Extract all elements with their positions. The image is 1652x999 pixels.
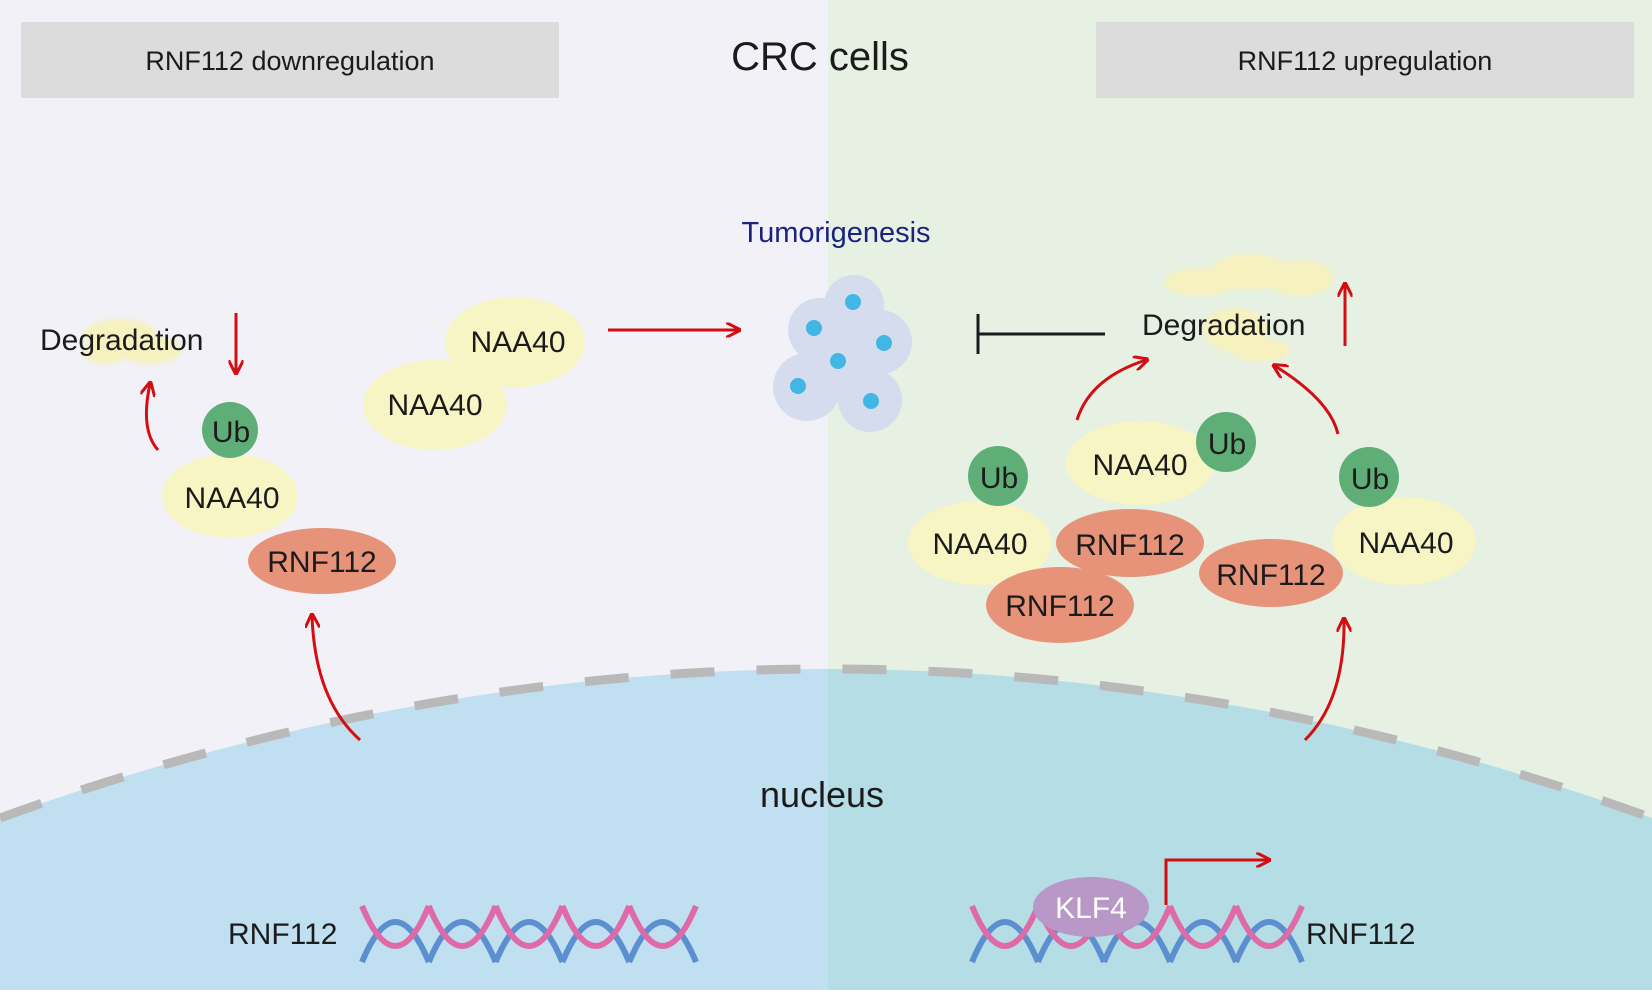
- dna-strand-pink: [1167, 904, 1239, 949]
- ub-label: Ub: [212, 416, 250, 449]
- dna-strand-pink: [559, 904, 632, 949]
- free-naa40-label: NAA40: [470, 326, 565, 359]
- rnf112-oval: [1199, 539, 1343, 607]
- dna-strand-blue: [1167, 919, 1239, 964]
- right-header-label: RNF112 upregulation: [1238, 46, 1493, 76]
- right-complex: NAA40 Ub RNF112: [1056, 412, 1256, 577]
- dna-strand-blue: [559, 919, 632, 964]
- rnf112-label: RNF112: [1216, 559, 1325, 592]
- dna-strand-pink: [1233, 904, 1305, 949]
- dna-strand-pink: [626, 904, 699, 949]
- ub-label: Ub: [980, 462, 1018, 495]
- ub-label: Ub: [1208, 428, 1246, 461]
- transcription-start-arrow-icon: [1164, 860, 1268, 905]
- naa40-oval: [1332, 497, 1476, 585]
- rnf112-label: RNF112: [1075, 529, 1184, 562]
- left-header-box: [21, 22, 559, 98]
- dna-strand-blue: [626, 919, 699, 964]
- dna-strand-pink: [492, 904, 566, 949]
- klf4-label: KLF4: [1055, 892, 1127, 925]
- naa40-label: NAA40: [1092, 449, 1187, 482]
- free-naa40-oval: [445, 297, 585, 387]
- right-header-box: [1096, 22, 1634, 98]
- left-degradation-arrow-icon: [146, 384, 160, 452]
- dna-strand-blue: [426, 919, 499, 964]
- nuclear-membrane: [0, 664, 1652, 823]
- naa40-label: NAA40: [184, 482, 279, 515]
- left-export-arrow-icon: [312, 616, 361, 742]
- right-complex: Ub NAA40 RNF112: [908, 446, 1134, 643]
- rnf112-oval: [248, 528, 396, 594]
- bottom-border: [0, 990, 1652, 994]
- right-degradation-label: Degradation: [1142, 309, 1305, 342]
- dna-strand-blue: [1233, 919, 1305, 964]
- rnf112-oval: [1056, 509, 1204, 577]
- dna-strand-pink: [426, 904, 499, 949]
- left-degradation-label: Degradation: [40, 324, 203, 357]
- klf4-oval: [1033, 877, 1149, 937]
- right-gene-label: RNF112: [1306, 918, 1415, 951]
- dna-strand-blue: [969, 919, 1041, 964]
- right-degradation-arrow-icon: [1075, 360, 1146, 421]
- left-complex: NAA40 Ub RNF112: [162, 402, 396, 594]
- naa40-label: NAA40: [1358, 527, 1453, 560]
- right-complex: Ub NAA40 RNF112: [1199, 447, 1476, 607]
- left-dna-helix-icon: [359, 904, 699, 964]
- ub-icon: [1339, 447, 1399, 507]
- dna-strand-pink: [359, 904, 432, 949]
- dna-strand-blue: [359, 919, 432, 964]
- nucleus-label: nucleus: [760, 774, 884, 815]
- right-dna-helix-icon: [969, 904, 1305, 964]
- naa40-oval: [908, 501, 1052, 585]
- free-naa40-oval: [363, 360, 507, 450]
- dna-strand-pink: [969, 904, 1041, 949]
- naa40-oval: [162, 454, 298, 538]
- rnf112-label: RNF112: [267, 546, 376, 579]
- ub-label: Ub: [1351, 463, 1389, 496]
- nucleus-left-half: [0, 669, 828, 994]
- tumor-cell-cluster-icon: [773, 275, 912, 432]
- tumorigenesis-label: Tumorigenesis: [741, 217, 930, 249]
- left-gene-label: RNF112: [228, 918, 337, 951]
- free-naa40-group: NAA40 NAA40: [363, 297, 585, 450]
- inhibition-icon: [976, 314, 1105, 354]
- diagram-title: CRC cells: [731, 35, 909, 79]
- right-export-arrow-icon: [1303, 620, 1344, 742]
- free-naa40-label: NAA40: [387, 389, 482, 422]
- left-degradation-blob: [83, 319, 182, 364]
- right-degradation-blob: [1164, 254, 1334, 362]
- ub-icon: [968, 446, 1028, 506]
- naa40-label: NAA40: [932, 528, 1027, 561]
- dna-strand-blue: [492, 919, 566, 964]
- naa40-oval: [1066, 421, 1214, 505]
- left-header-label: RNF112 downregulation: [145, 46, 434, 76]
- ub-icon: [202, 402, 258, 458]
- right-degradation-arrow-icon: [1275, 366, 1340, 435]
- ub-icon: [1196, 412, 1256, 472]
- rnf112-label: RNF112: [1005, 590, 1114, 623]
- rnf112-oval: [986, 567, 1134, 643]
